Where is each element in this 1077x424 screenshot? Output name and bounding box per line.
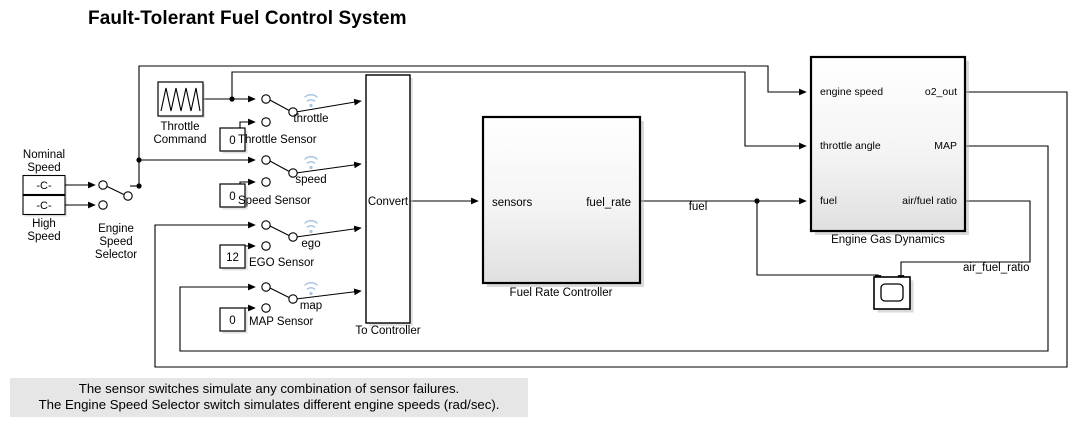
ego-sensor-fail-constant[interactable]: 12 xyxy=(219,244,248,271)
throttle-sensor-fail-constant[interactable]: 0 xyxy=(219,127,248,154)
ego-sensor-name: EGO Sensor xyxy=(249,257,314,269)
junction-dot-engine-speed xyxy=(136,157,142,163)
ego-signal-icon xyxy=(304,219,318,234)
scope-block[interactable] xyxy=(873,276,914,313)
junction-dot-throttle xyxy=(229,96,235,102)
sawtooth-icon xyxy=(160,87,201,112)
page-title: Fault-Tolerant Fuel Control System xyxy=(88,8,407,29)
high-speed-block[interactable]: -C- xyxy=(22,194,67,217)
fuel-rate-controller-block[interactable]: sensors fuel_rate xyxy=(481,115,644,287)
throttle-sensor-name: Throttle Sensor xyxy=(238,134,317,146)
speed-sensor-name: Speed Sensor xyxy=(238,195,311,207)
map-sensor-fail-value: 0 xyxy=(229,315,235,327)
annotation-note: The sensor switches simulate any combina… xyxy=(10,378,528,417)
high-speed-value: -C- xyxy=(36,200,52,212)
speed-sensor-switch[interactable] xyxy=(261,155,298,187)
ego-signal-label: ego xyxy=(301,238,320,250)
wire-o2-feedback xyxy=(154,91,1068,368)
selector-label-2: Speed xyxy=(99,236,132,248)
wire-air-fuel-ratio xyxy=(897,200,1031,283)
high-speed-label-2: Speed xyxy=(27,231,60,243)
junction-dot-fuel xyxy=(754,198,760,204)
map-signal-label: map xyxy=(300,300,322,312)
throttle-sensor-switch[interactable] xyxy=(261,94,298,127)
egd-inport-fuel: fuel xyxy=(820,195,837,207)
throttle-command-block[interactable] xyxy=(157,81,205,118)
map-sensor-name: MAP Sensor xyxy=(249,316,314,328)
junction-dot-selector xyxy=(136,183,142,189)
speed-sensor-fail-constant[interactable]: 0 xyxy=(219,183,248,210)
map-signal-icon xyxy=(304,281,318,296)
ego-sensor-switch[interactable] xyxy=(261,220,298,251)
selector-label-3: Selector xyxy=(95,249,137,261)
egd-outport-o2-out: o2_out xyxy=(925,86,957,98)
wire-throttle-to-mux xyxy=(295,98,362,113)
ego-sensor-fail-value: 12 xyxy=(226,252,239,264)
egd-outport-map: MAP xyxy=(934,140,957,152)
nominal-speed-block[interactable]: -C- xyxy=(22,174,67,197)
speed-signal-icon xyxy=(304,155,318,170)
throttle-signal-label: throttle xyxy=(293,113,328,125)
nominal-speed-label-2: Speed xyxy=(27,162,60,174)
fuel-rate-controller-inport-label: sensors xyxy=(492,197,533,209)
scope-screen-icon xyxy=(880,283,904,302)
wire-junction-dots xyxy=(136,96,760,204)
wire-engine-speed xyxy=(138,65,807,186)
throttle-command-label-1: Throttle xyxy=(161,121,200,133)
map-sensor-switch[interactable] xyxy=(261,282,298,313)
high-speed-label-1: High xyxy=(32,218,56,230)
fuel-rate-controller-outport-label: fuel_rate xyxy=(586,197,631,209)
to-controller-name: To Controller xyxy=(355,325,420,337)
to-controller-inner-label: Convert xyxy=(368,196,409,208)
nominal-speed-value: -C- xyxy=(36,180,52,192)
to-controller-block[interactable]: Convert xyxy=(365,74,413,326)
throttle-sensor-fail-value: 0 xyxy=(229,135,235,147)
fuel-signal-label: fuel xyxy=(689,201,708,213)
nominal-speed-label-1: Nominal xyxy=(23,149,65,161)
engine-gas-dynamics-name: Engine Gas Dynamics xyxy=(831,234,945,246)
egd-outport-air-fuel-ratio: air/fuel ratio xyxy=(902,195,957,207)
wire-ego-to-mux xyxy=(295,225,362,238)
engine-gas-dynamics-block[interactable]: engine speed throttle angle fuel o2_out … xyxy=(809,55,969,235)
map-sensor-fail-constant[interactable]: 0 xyxy=(219,307,248,334)
annotation-line-2: The Engine Speed Selector switch simulat… xyxy=(38,397,500,412)
selector-label-1: Engine xyxy=(98,223,134,235)
engine-speed-selector-switch[interactable] xyxy=(98,180,133,210)
air-fuel-ratio-signal-label: air_fuel_ratio xyxy=(963,262,1029,274)
wire-map-feedback xyxy=(179,145,1049,352)
throttle-command-label-2: Command xyxy=(153,134,206,146)
wire-throttle-angle xyxy=(231,71,807,150)
annotation-line-1: The sensor switches simulate any combina… xyxy=(78,381,460,396)
wire-map-to-mux xyxy=(295,288,362,300)
wire-speed-to-mux xyxy=(295,161,362,174)
throttle-signal-icon xyxy=(304,93,318,108)
egd-inport-engine-speed: engine speed xyxy=(820,86,883,98)
egd-inport-throttle-angle: throttle angle xyxy=(820,140,881,152)
speed-sensor-fail-value: 0 xyxy=(229,191,235,203)
speed-signal-label: speed xyxy=(295,174,326,186)
fuel-rate-controller-name: Fuel Rate Controller xyxy=(510,287,613,299)
